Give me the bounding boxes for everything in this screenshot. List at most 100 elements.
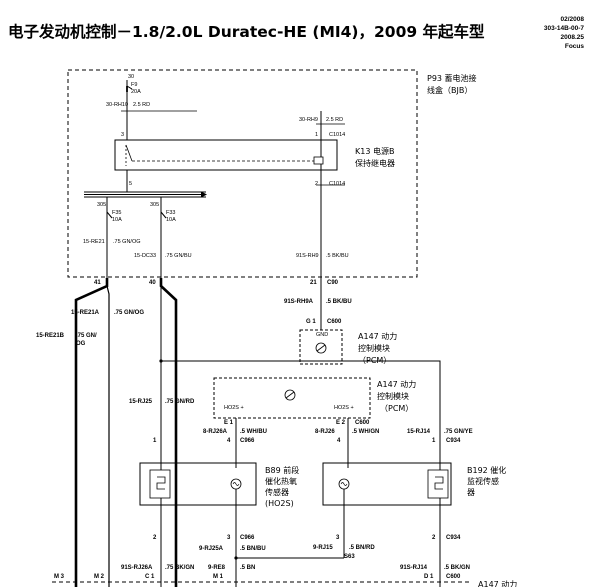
bus-bar <box>84 191 207 198</box>
wire-15-re21b-gauge-2: OG <box>76 341 86 347</box>
pcm-gnd-label: GND <box>316 332 328 338</box>
sensor-b89 <box>139 455 257 587</box>
wire-15-re21-gauge: .75 GN/OG <box>113 239 141 245</box>
pcm-label-b: A147 动力 <box>377 379 416 389</box>
harness-lines <box>74 255 441 587</box>
pin-m3: M 3 <box>54 574 65 580</box>
fuse-f33-rating: 10A <box>166 217 176 223</box>
connector-c1014-bottom: C1014 <box>329 181 345 187</box>
wire-15-rj14: 15-RJ14 <box>407 429 431 435</box>
wire-9-rj15: 9-RJ15 <box>313 545 333 551</box>
pcm-label-a-3: （PCM） <box>358 356 391 365</box>
wire-8-rj26a-gauge: .5 WH/BU <box>240 429 267 435</box>
bjb-boundary <box>67 69 418 278</box>
k13-label-2: 保持继电器 <box>355 158 395 168</box>
pcm-label-a-2: 控制模块 <box>358 343 390 353</box>
k13-label: K13 电源B <box>355 146 394 156</box>
wire-15-re21b-gauge: .75 GN/ <box>76 333 97 339</box>
pin-e1: E 1 <box>224 420 234 426</box>
pcm-label-a: A147 动力 <box>358 331 397 341</box>
pin-m2: M 2 <box>94 574 105 580</box>
pin-3-left: 3 <box>227 535 231 541</box>
pcm-label-c: A147 动力 <box>478 579 517 587</box>
relay-k13-body <box>114 139 338 171</box>
b89-label: B89 前段 <box>265 465 299 475</box>
fuse-f9-name: F9 <box>131 82 137 88</box>
wire-9-re8-gauge: .5 BN <box>240 565 255 571</box>
wire-8-rj26-gauge: .5 WH/GN <box>352 429 379 435</box>
wire-15-rj14-gauge: .75 GN/YE <box>444 429 473 435</box>
doc-date: 02/2008 <box>560 16 585 23</box>
pcm-gnd-block <box>299 329 343 365</box>
pin-305-left: 305 <box>97 202 106 208</box>
pcm-ho2s-left-label: HO2S + <box>224 405 244 411</box>
fuse-f33-name: F33 <box>166 210 175 216</box>
pin-4-right: 4 <box>337 438 341 444</box>
fuse-branch-f33 <box>160 197 167 255</box>
wire-15-rj25-gauge: .75 GN/RD <box>165 399 195 405</box>
supply-wire-left <box>121 80 197 132</box>
wire-30-rh10: 30-RH10 <box>106 102 128 108</box>
pin-1-left: 1 <box>153 438 157 444</box>
fuse-branch-f35 <box>106 197 113 255</box>
wire-8-rj26a: 8-RJ26A <box>203 429 228 435</box>
wire-15-re21a: 15-RE21A <box>71 310 100 316</box>
fuse-f35-rating: 10A <box>112 217 122 223</box>
pin-d1: D 1 <box>424 574 434 580</box>
connector-c934-top: C934 <box>446 438 461 444</box>
b89-label-4: (HO2S) <box>265 499 294 508</box>
pin-21: 21 <box>310 280 317 286</box>
wire-9-re8: 9-RE8 <box>208 565 226 571</box>
pcm-label-b-3: （PCM） <box>380 404 413 413</box>
supply-wire-right <box>316 111 345 132</box>
connector-c600-bottom: C600 <box>446 574 461 580</box>
pin-1: 1 <box>315 132 318 138</box>
connector-c934-bottom: C934 <box>446 535 461 541</box>
pin-e2: E 2 <box>336 420 346 426</box>
pin-3-right: 3 <box>336 535 340 541</box>
pin-305-right: 305 <box>150 202 159 208</box>
fuse-f9-rating: 20A <box>131 89 141 95</box>
pin-g1: G 1 <box>306 319 316 325</box>
wire-8-rj26: 8-RJ26 <box>315 429 335 435</box>
pin-4-left: 4 <box>227 438 231 444</box>
fuse-f35-name: F35 <box>112 210 121 216</box>
connector-c1014-top: C1014 <box>329 132 345 138</box>
pcm-label-b-2: 控制模块 <box>377 391 409 401</box>
wire-30-rh9-gauge: 2.5 RD <box>326 117 343 123</box>
pin-5: 5 <box>129 181 132 187</box>
b192-label-2: 监视传感 <box>467 476 499 486</box>
doc-number: 303-14B-00-7 <box>543 25 584 32</box>
wire-91s-rj14-gauge: .5 BK/GN <box>444 565 470 571</box>
wire-91s-rh9a-gauge: .5 BK/BU <box>326 299 352 305</box>
wire-15-dc33-gauge: .75 GN/BU <box>165 253 192 259</box>
pin-30: 30 <box>128 74 134 80</box>
vehicle-model: Focus <box>564 43 584 50</box>
wire-15-dc33: 15-DC33 <box>134 253 156 259</box>
connector-c600-mid: C600 <box>355 420 370 426</box>
pin-2: 2 <box>315 181 318 187</box>
page-title: 电子发动机控制－1.8/2.0L Duratec-HE (MI4)，2009 年… <box>8 23 485 41</box>
b89-label-2: 催化热氧 <box>265 476 297 486</box>
wire-15-re21: 15-RE21 <box>83 239 105 245</box>
wire-15-re21a-gauge: .75 GN/OG <box>114 310 144 316</box>
b192-label: B192 催化 <box>467 465 506 475</box>
wire-91s-rh9-gauge: .5 BK/BU <box>326 253 349 259</box>
relay-k13 <box>114 132 345 255</box>
pin-3: 3 <box>121 132 124 138</box>
connector-c600-top: C600 <box>327 319 342 325</box>
wire-9-rj25a: 9-RJ25A <box>199 546 224 552</box>
wire-91s-rj26a-gauge: .75 BK/GN <box>165 565 194 571</box>
wire-9-rj25a-gauge: .5 BN/BU <box>240 546 266 552</box>
sensor-b192 <box>234 455 452 587</box>
wire-30-rh10-gauge: 2.5 RD <box>133 102 150 108</box>
wire-91s-rj14: 91S-RJ14 <box>400 565 428 571</box>
wire-30-rh9: 30-RH9 <box>299 117 318 123</box>
pin-2-right: 2 <box>432 535 436 541</box>
wire-91s-rj26a: 91S-RJ26A <box>121 565 153 571</box>
connector-c966-bottom: C966 <box>240 535 255 541</box>
doc-revision: 2008.25 <box>560 34 585 41</box>
pcm-ho2s-right-label: HO2S + <box>334 405 354 411</box>
